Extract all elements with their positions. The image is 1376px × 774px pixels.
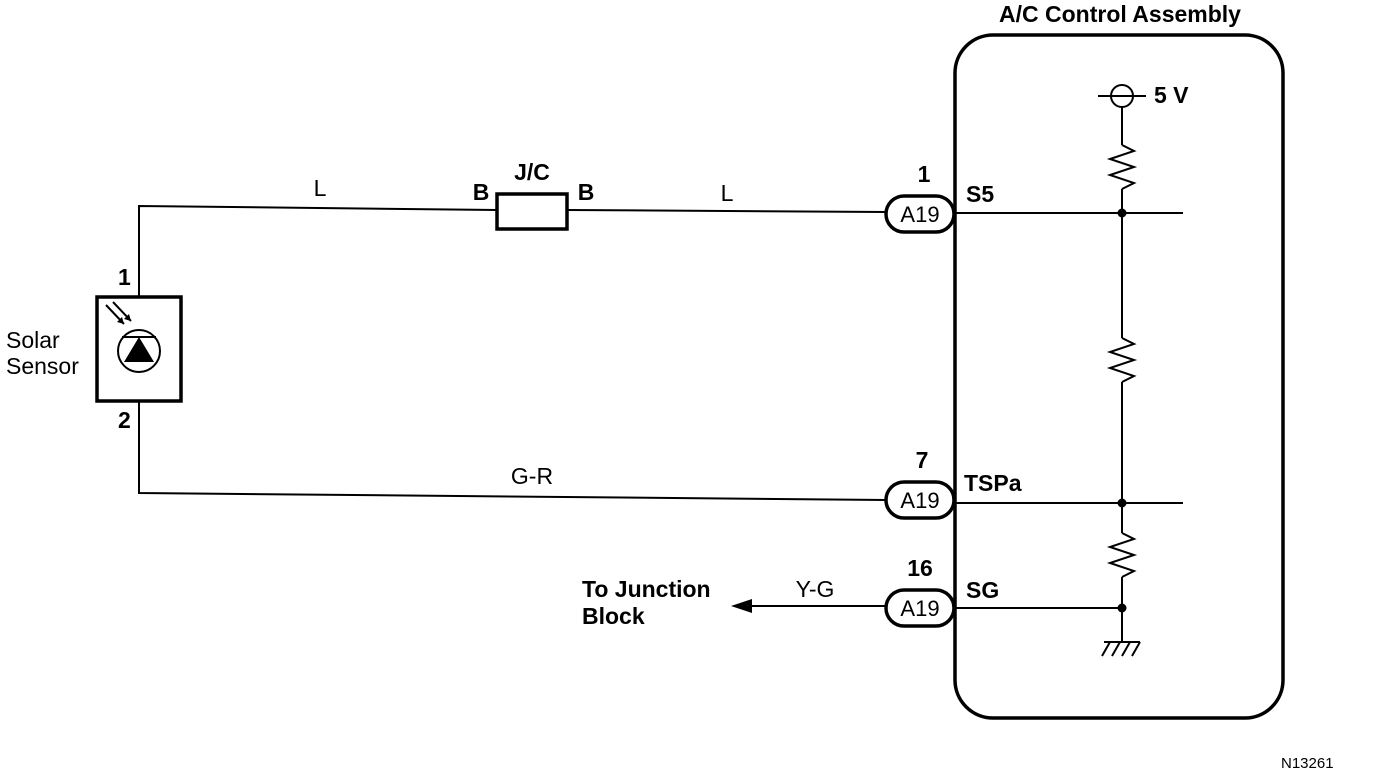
connector-a19-pin16: A19 16 SG — [884, 555, 999, 628]
svg-text:A19: A19 — [900, 596, 939, 621]
resistor-bottom-icon — [1106, 532, 1138, 578]
junction-label: J/C — [514, 159, 550, 185]
assembly-title: A/C Control Assembly — [999, 1, 1241, 27]
destination-line2: Block — [582, 603, 645, 629]
connector-a19-pin1: A19 1 S5 — [884, 161, 994, 234]
sensor-name-line1: Solar — [6, 327, 60, 353]
figure-code: N13261 — [1281, 755, 1334, 772]
light-arrows-icon — [105, 301, 132, 325]
solar-sensor-diode-circle — [117, 329, 161, 373]
junction-dot — [1117, 498, 1127, 508]
junction-connector-box — [495, 192, 569, 231]
arrow-left-icon — [731, 599, 752, 613]
connector-pin-number: 16 — [907, 555, 933, 581]
destination-line1: To Junction — [582, 576, 711, 602]
junction-right-pin: B — [578, 179, 595, 205]
junction-dot — [1117, 208, 1127, 218]
wire-y-g-label: Y-G — [796, 576, 835, 602]
ac-control-assembly-box — [953, 33, 1285, 720]
resistor-middle-icon — [1106, 337, 1138, 383]
connector-a19-pin7: A19 7 TSPa — [884, 447, 1022, 520]
sensor-name-line2: Sensor — [6, 353, 79, 379]
wire-g-r — [138, 401, 887, 501]
supply-voltage-label: 5 V — [1154, 82, 1189, 108]
junction-dot — [1117, 603, 1127, 613]
svg-text:A19: A19 — [900, 202, 939, 227]
terminal-label: S5 — [966, 181, 994, 207]
connector-pin-number: 1 — [918, 161, 931, 187]
svg-text:A19: A19 — [900, 488, 939, 513]
solar-sensor-diode-icon — [124, 337, 154, 362]
resistor-top-icon — [1106, 144, 1138, 190]
sensor-pin-1: 1 — [118, 264, 131, 290]
wire-l-right-label: L — [721, 180, 734, 206]
junction-left-pin: B — [473, 179, 490, 205]
wire-g-r-label: G-R — [511, 463, 553, 489]
sensor-pin-2: 2 — [118, 407, 131, 433]
wire-l-left — [138, 204, 498, 297]
supply-5v-icon — [1098, 84, 1146, 108]
terminal-label: SG — [966, 577, 999, 603]
wire-l-left-label: L — [314, 175, 327, 201]
connector-pin-number: 7 — [916, 447, 929, 473]
wire-l-right — [566, 209, 887, 213]
terminal-label: TSPa — [964, 470, 1022, 496]
ground-icon — [1101, 641, 1141, 657]
